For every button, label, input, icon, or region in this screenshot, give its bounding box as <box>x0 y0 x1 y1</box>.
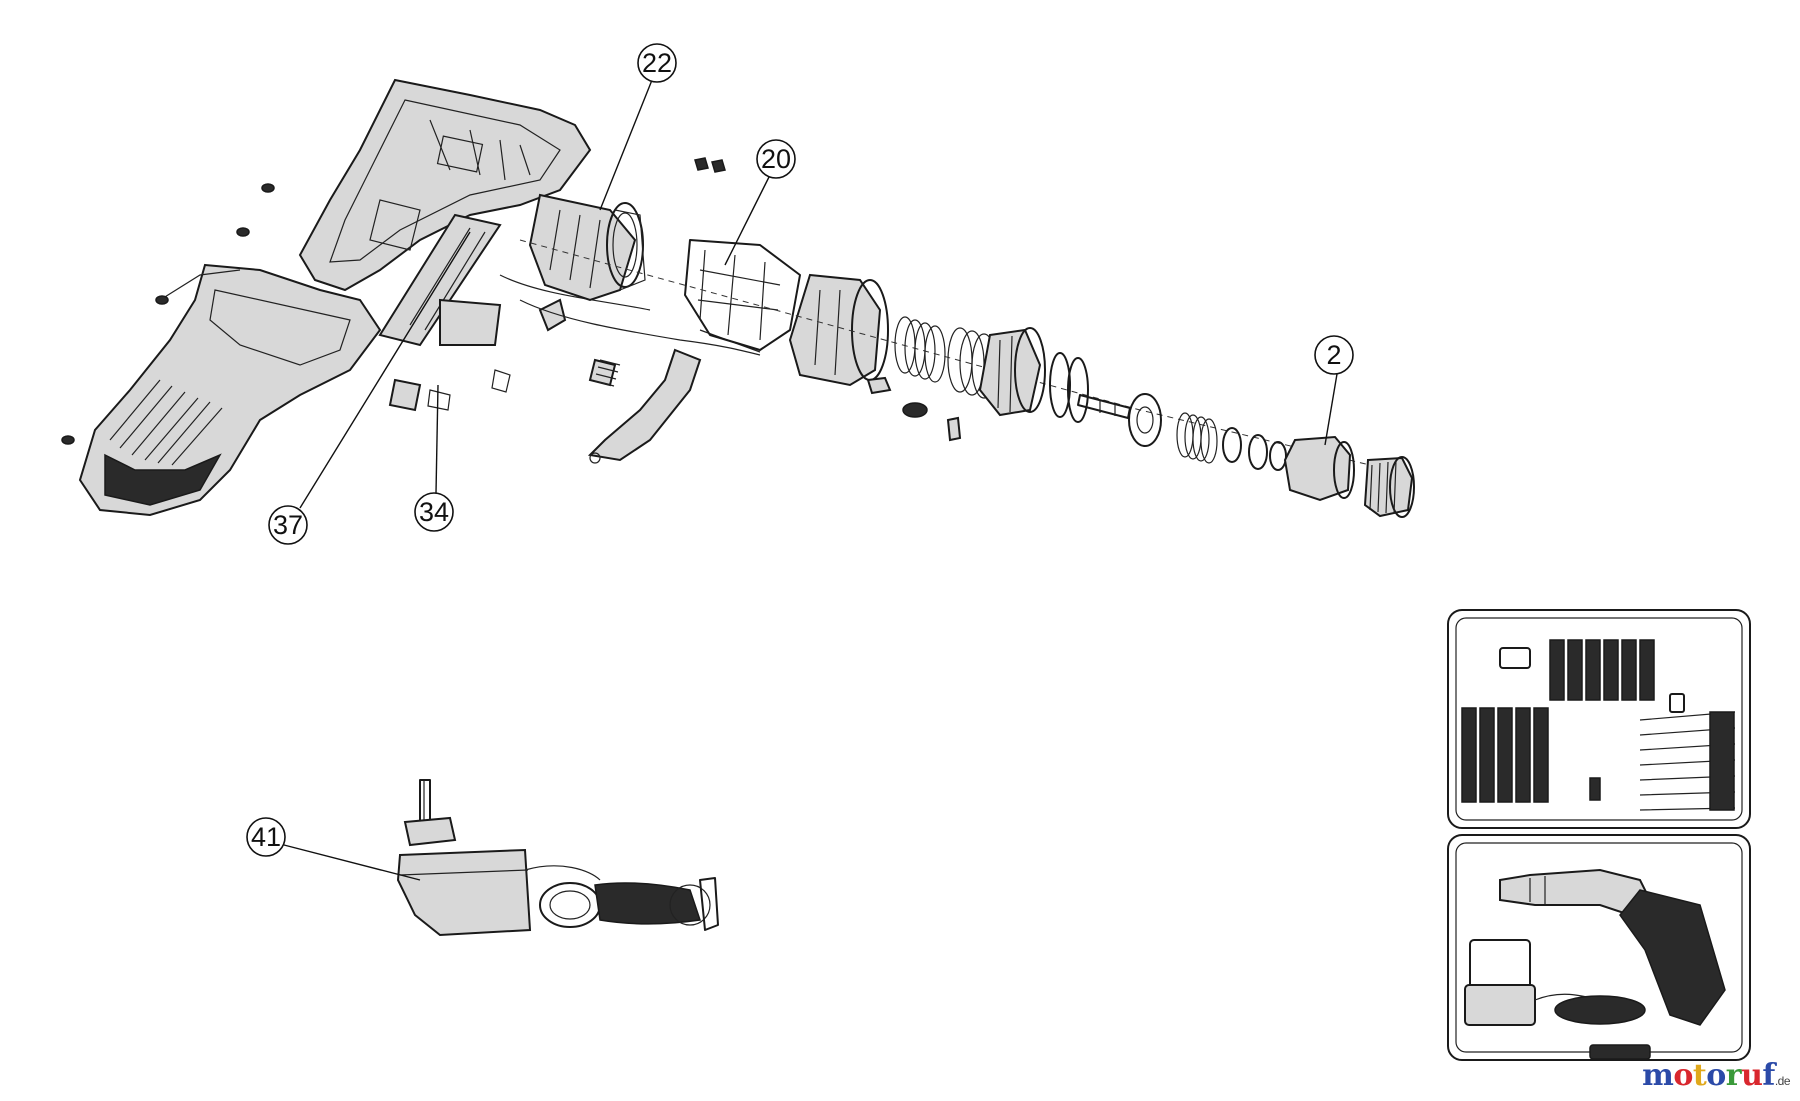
spindle-shaft <box>1077 394 1131 419</box>
carry-case <box>1447 609 1751 1061</box>
ring-gear-housing <box>788 273 889 387</box>
watermark-letter: o <box>1706 1058 1726 1093</box>
motor-wires <box>499 274 761 356</box>
chuck-cap <box>1363 456 1415 518</box>
svg-text:41: 41 <box>251 822 281 852</box>
switch-module <box>388 298 511 412</box>
case-charger <box>1464 939 1646 1026</box>
svg-text:22: 22 <box>642 48 672 78</box>
callout-37: 37 <box>268 231 471 545</box>
svg-text:34: 34 <box>419 497 449 527</box>
svg-text:20: 20 <box>761 144 791 174</box>
callout-41: 41 <box>246 817 421 881</box>
clutch-sleeve <box>978 327 1046 417</box>
watermark-letter: o <box>1673 1058 1693 1093</box>
charger-adapter <box>396 779 532 937</box>
callout-20: 20 <box>724 139 796 266</box>
washers <box>1049 352 1089 423</box>
chuck-spring <box>1176 412 1287 471</box>
case-base-tool-tray <box>1447 834 1751 1061</box>
callout-2: 2 <box>1314 335 1354 446</box>
trigger-lever <box>587 348 702 464</box>
chuck-sleeve <box>1283 435 1355 502</box>
rear-housing-shell <box>298 78 592 292</box>
svg-text:2: 2 <box>1326 340 1341 370</box>
watermark-letter: r <box>1725 1058 1742 1093</box>
brush-clip <box>694 157 726 173</box>
svg-text:37: 37 <box>273 510 303 540</box>
drill-bits-right <box>1639 711 1736 811</box>
small-parts <box>866 376 962 442</box>
watermark-letter: f <box>1762 1058 1775 1093</box>
charger-cable <box>524 865 719 931</box>
socket-cluster <box>1549 639 1655 701</box>
watermark-letter: t <box>1692 1058 1707 1093</box>
direction-switch <box>538 298 617 387</box>
watermark-letter: m <box>1642 1058 1674 1093</box>
callout-22: 22 <box>599 43 677 211</box>
motoruf-watermark: motoruf.de <box>1642 1058 1790 1093</box>
bit-columns-left <box>1461 707 1549 803</box>
callout-34: 34 <box>414 384 454 532</box>
case-screwdriver <box>1499 868 1726 1026</box>
housing-screws <box>61 183 275 445</box>
watermark-suffix: .de <box>1774 1074 1791 1088</box>
handle-grip-housing <box>78 263 382 517</box>
trigger-spring <box>593 359 621 387</box>
motor-assembly <box>528 193 646 302</box>
watermark-letter: u <box>1741 1058 1763 1093</box>
gearbox-housing <box>684 239 801 351</box>
case-lid-bit-tray <box>1447 609 1751 829</box>
spindle-bearing <box>1128 393 1162 447</box>
